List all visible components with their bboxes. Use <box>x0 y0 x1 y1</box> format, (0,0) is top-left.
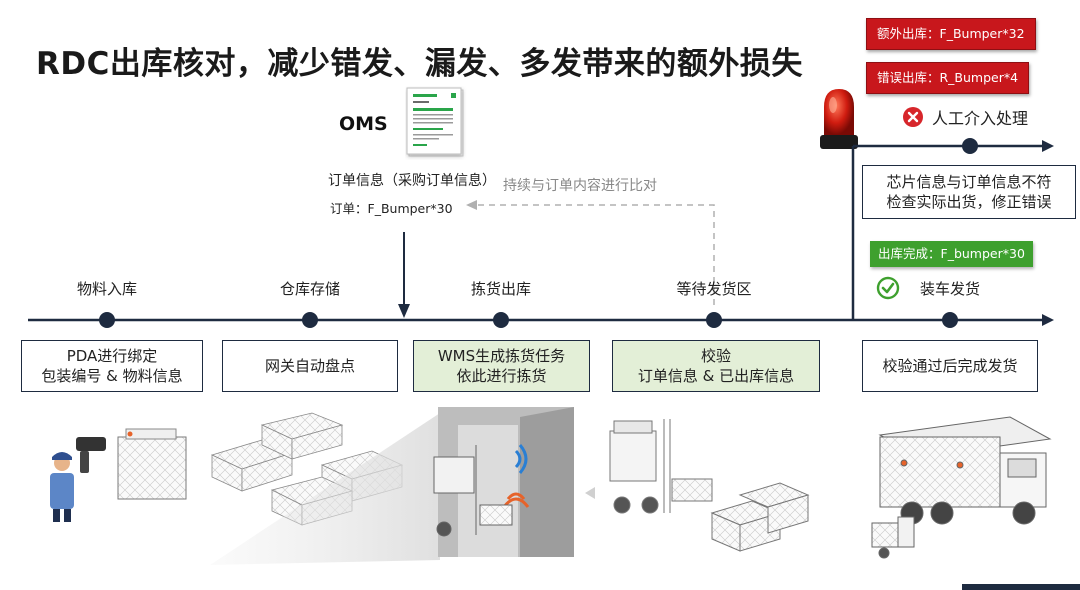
mismatch-box: 芯片信息与订单信息不符 检查实际出货，修正错误 <box>862 165 1076 219</box>
stage-label-inbound: 物料入库 <box>76 280 137 298</box>
alarm-siren-icon <box>820 89 858 149</box>
stage-label-waiting: 等待发货区 <box>676 280 752 298</box>
warehouse-illustrations <box>50 407 1052 565</box>
desc-box-shipping: 校验通过后完成发货 <box>862 340 1038 392</box>
outbound-done-tag: 出库完成：F_bumper*30 <box>870 241 1033 267</box>
error-x-icon <box>903 107 923 127</box>
compare-note: 持续与订单内容进行比对 <box>503 178 657 194</box>
desc-box-storage: 网关自动盘点 <box>222 340 398 392</box>
desc-box-waiting: 校验 订单信息 & 已出库信息 <box>612 340 820 392</box>
desc-box-picking: WMS生成拣货任务 依此进行拣货 <box>413 340 590 392</box>
page-title: RDC出库核对，减少错发、漏发、多发带来的额外损失 <box>36 46 803 82</box>
check-circle-icon <box>876 276 900 300</box>
manual-intervene-label: 人工介入处理 <box>932 109 1029 128</box>
desc-box-inbound: PDA进行绑定 包装编号 & 物料信息 <box>21 340 203 392</box>
order-info-label: 订单信息（采购订单信息） <box>328 173 496 189</box>
extra-outbound-tag: 额外出库：F_Bumper*32 <box>866 18 1036 50</box>
order-value: 订单：F_Bumper*30 <box>330 201 453 216</box>
worker-with-pda-icon <box>50 437 106 522</box>
wrong-outbound-tag: 错误出库：R_Bumper*4 <box>866 62 1030 94</box>
stage-label-storage: 仓库存储 <box>279 280 340 298</box>
stage-label-picking: 拣货出库 <box>470 280 531 298</box>
oms-label: OMS <box>339 113 388 135</box>
corner-accent-bar <box>962 584 1080 590</box>
stage-label-shipping: 装车发货 <box>919 280 980 298</box>
order-document-icon <box>406 87 464 157</box>
